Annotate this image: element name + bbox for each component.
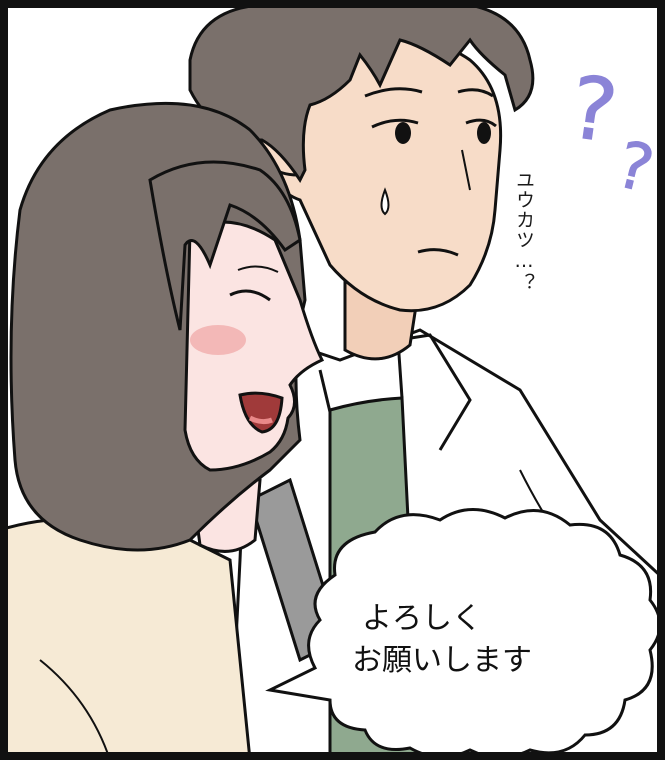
woman-character <box>0 101 342 760</box>
man-brow-left <box>364 87 423 98</box>
woman-tongue <box>248 415 273 425</box>
woman-brow <box>237 265 279 273</box>
man-eye-lid-right <box>465 118 497 128</box>
woman-blush <box>190 325 246 355</box>
man-collar-left <box>318 369 332 413</box>
speech-text: よろしく お願いします <box>352 598 662 682</box>
woman-eye-closed <box>229 289 271 302</box>
speech-line-1: よろしく <box>362 601 482 636</box>
sweater-fold <box>39 659 111 760</box>
woman-face <box>183 220 325 472</box>
man-mouth <box>417 248 459 257</box>
speech-bubble <box>265 508 662 759</box>
sfx-text: ユウカツ…？ <box>513 170 535 293</box>
question-mark-large: ? <box>564 57 623 162</box>
man-eye-left <box>395 122 411 144</box>
speech-bubble-shape <box>265 508 662 759</box>
man-brow-right <box>457 88 494 98</box>
man-eye-lid-left <box>371 118 419 129</box>
man-nose <box>461 149 471 191</box>
woman-sweater <box>0 517 252 760</box>
man-hair <box>188 3 535 183</box>
sweat-drop <box>380 187 390 216</box>
man-eye-right <box>477 122 491 144</box>
man-collar-right <box>396 333 472 451</box>
woman-bangs <box>148 160 302 331</box>
speech-line-2: お願いします <box>352 643 532 678</box>
